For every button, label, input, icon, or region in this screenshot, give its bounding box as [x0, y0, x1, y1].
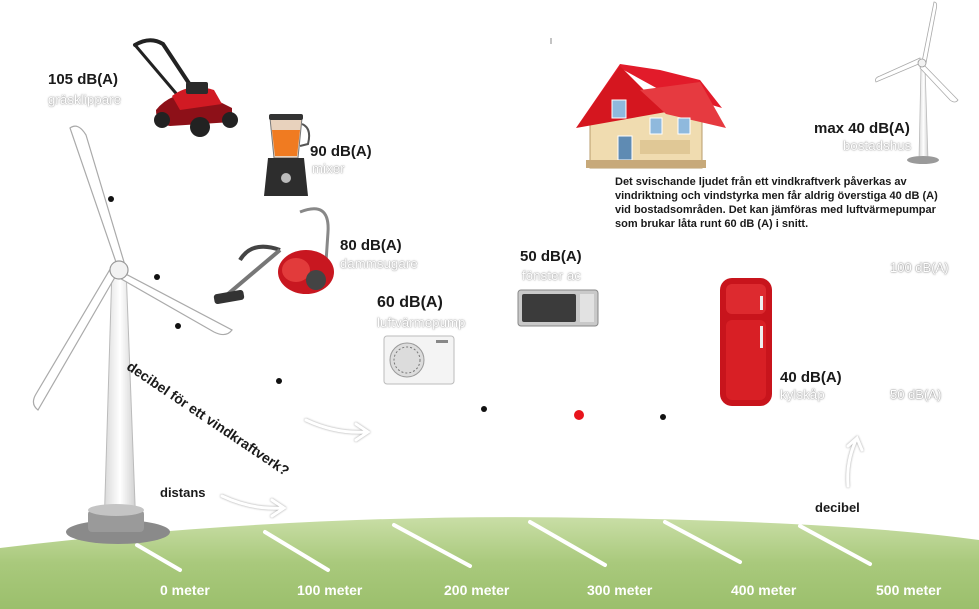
house-image — [576, 64, 726, 169]
data-point — [175, 323, 181, 329]
mower-db: 105 dB(A) — [48, 71, 119, 88]
fridge-db: 40 dB(A) — [780, 369, 842, 386]
blender-image — [264, 114, 311, 196]
vacuum-db: 80 dB(A) — [340, 237, 402, 254]
vacuum-cleaner-image — [213, 207, 334, 305]
y-axis-label: decibel — [815, 500, 860, 515]
window-ac-label: fönster ac — [522, 268, 582, 283]
info-note: Det svischande ljudet från ett vindkraft… — [615, 176, 938, 230]
x-tick: 300 meter — [587, 582, 653, 598]
fridge-image — [720, 278, 772, 406]
lawn-mower-image — [133, 38, 238, 137]
fridge-label: kylskåp — [780, 387, 825, 402]
y-tick-100: 100 dB(A) — [890, 260, 949, 275]
ground — [0, 517, 979, 609]
arrow-icons — [220, 418, 864, 518]
heatpump-label: luftvärmepump — [377, 315, 466, 330]
big-wind-turbine — [32, 125, 233, 544]
data-point-highlight — [574, 410, 584, 420]
y-tick-50: 50 dB(A) — [890, 387, 942, 402]
vacuum-label: dammsugare — [340, 256, 418, 271]
data-point — [276, 378, 282, 384]
data-point — [108, 196, 114, 202]
microwave-image — [517, 289, 599, 327]
x-tick: 400 meter — [731, 582, 797, 598]
data-point — [660, 414, 666, 420]
house-db: max 40 dB(A) — [814, 120, 910, 137]
x-tick: 100 meter — [297, 582, 363, 598]
blender-db: 90 dB(A) — [310, 143, 372, 160]
distance-lines — [135, 520, 872, 572]
x-tick: 200 meter — [444, 582, 510, 598]
x-axis-label: distans — [160, 485, 206, 500]
blender-label: mixer — [312, 161, 345, 176]
house-label: bostadshus — [843, 138, 912, 153]
data-point — [481, 406, 487, 412]
data-point — [154, 274, 160, 280]
heat-pump-image — [383, 335, 455, 385]
window-ac-db: 50 dB(A) — [520, 248, 582, 265]
x-tick: 500 meter — [876, 582, 942, 598]
mower-label: gräsklippare — [48, 92, 122, 107]
x-tick: 0 meter — [160, 582, 210, 598]
heatpump-db: 60 dB(A) — [377, 294, 443, 311]
small-wind-turbine — [875, 1, 959, 164]
